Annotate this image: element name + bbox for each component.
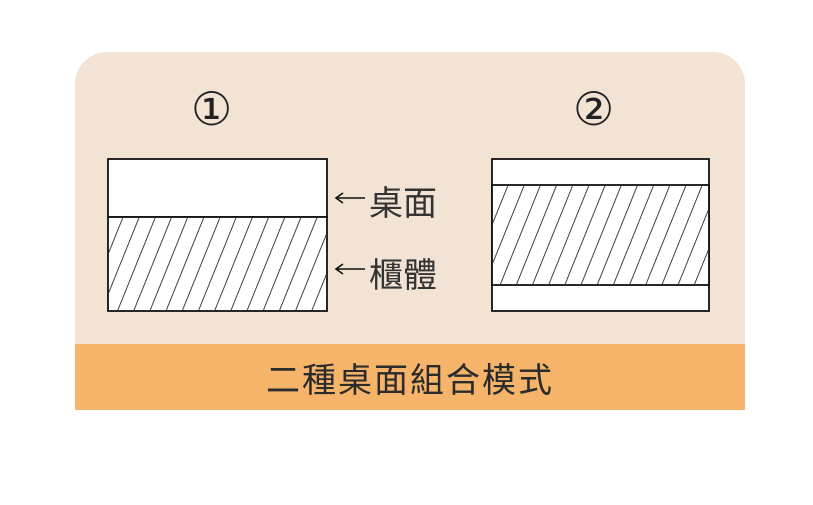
option-2-diagram xyxy=(491,158,710,312)
label-tabletop: 桌面 xyxy=(369,184,437,224)
option-1-number: ① xyxy=(191,82,233,136)
option-1-tabletop xyxy=(107,158,328,218)
option-1-diagram xyxy=(107,158,365,312)
label-cabinet: 櫃體 xyxy=(369,256,437,296)
option-2-number: ② xyxy=(573,82,615,136)
option-1-hatch xyxy=(109,218,326,310)
option-2-hatch xyxy=(493,186,708,284)
arrow-icon xyxy=(334,263,365,275)
banner-title: 二種桌面組合模式 xyxy=(75,344,745,410)
arrow-icon xyxy=(334,192,365,204)
